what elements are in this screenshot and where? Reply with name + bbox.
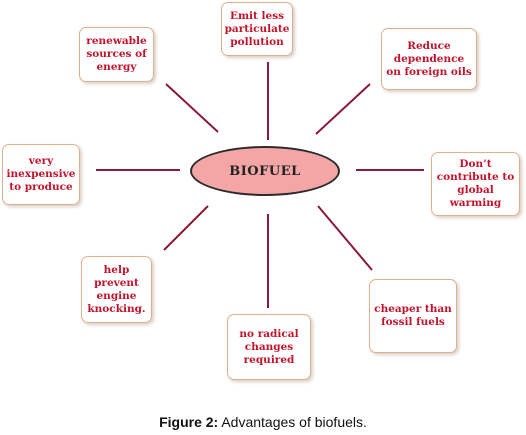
node-no-radical-changes: no radical changes required <box>227 314 311 380</box>
connector-line <box>317 205 373 271</box>
node-cheaper-than-fossil: cheaper than fossil fuels <box>369 279 457 353</box>
figure-caption: Figure 2: Advantages of biofuels. <box>0 414 526 430</box>
node-label: no radical changes required <box>239 327 299 366</box>
node-inexpensive-to-produce: very inexpensive to produce <box>2 144 80 205</box>
node-label: help prevent engine knocking. <box>87 263 146 315</box>
node-no-global-warming: Don’t contribute to global warming <box>431 152 520 216</box>
node-label: Emit less particulate pollution <box>224 9 290 48</box>
node-emit-less-pollution: Emit less particulate pollution <box>221 2 293 56</box>
connector-line <box>163 205 209 251</box>
node-prevent-knocking: help prevent engine knocking. <box>81 256 152 323</box>
node-renewable-sources: renewable sources of energy <box>79 27 154 82</box>
node-label: Reduce dependence on foreign oils <box>386 39 472 78</box>
node-label: renewable sources of energy <box>86 35 147 73</box>
node-label: cheaper than fossil fuels <box>374 303 452 328</box>
caption-label: Figure 2: <box>159 414 219 430</box>
connector-line <box>165 83 219 133</box>
center-label: BIOFUEL <box>229 163 301 179</box>
biofuel-center-node: BIOFUEL <box>190 146 340 196</box>
caption-text: Advantages of biofuels. <box>221 414 367 430</box>
node-label: very inexpensive to produce <box>6 155 76 193</box>
node-reduce-dependence: Reduce dependence on foreign oils <box>381 28 477 90</box>
connector-line <box>315 83 371 135</box>
node-label: Don’t contribute to global warming <box>436 158 515 209</box>
